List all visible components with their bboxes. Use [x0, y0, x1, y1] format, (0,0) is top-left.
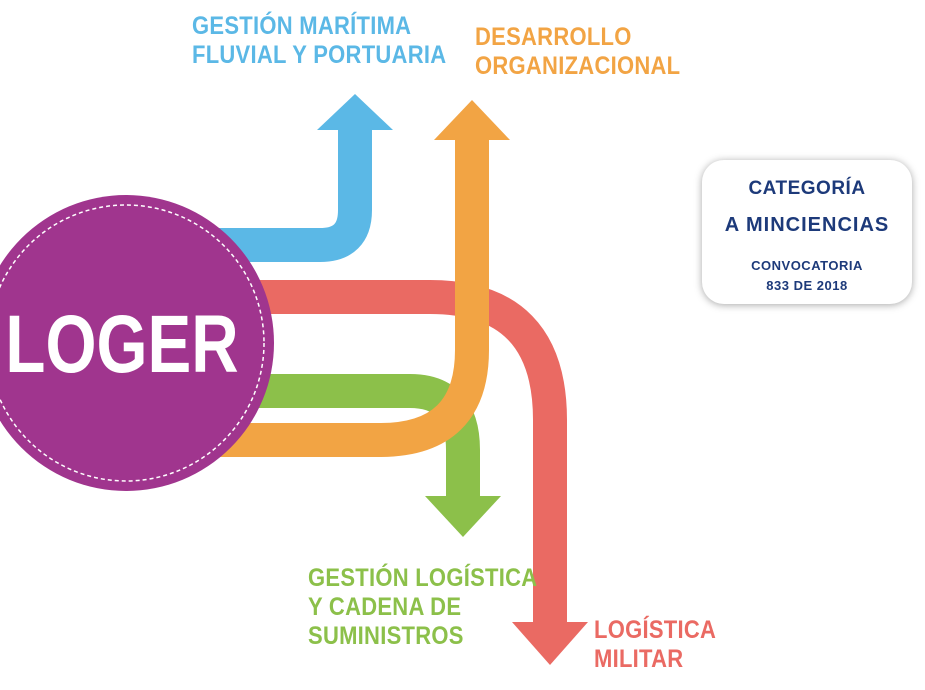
category-card: CATEGORÍA A MINCIENCIAS CONVOCATORIA 833… — [702, 160, 912, 304]
branch-label-militar-line2: MILITAR — [594, 645, 684, 673]
arrow-desarrollo-head — [434, 100, 510, 140]
center-node-dashed-ring — [0, 204, 265, 482]
arrow-desarrollo-path — [180, 138, 489, 457]
branch-label-desarrollo-line2: ORGANIZACIONAL — [475, 52, 681, 80]
branch-label-militar: LOGÍSTICA MILITAR — [594, 616, 716, 674]
arrow-maritima-path — [180, 128, 372, 262]
branch-label-maritima-line2: FLUVIAL Y PORTUARIA — [192, 41, 447, 69]
category-title: CATEGORÍA — [748, 178, 866, 199]
center-node-label: LOGER — [5, 298, 238, 390]
arrow-militar-head — [512, 622, 588, 665]
convocatoria-number: 833 DE 2018 — [766, 278, 848, 293]
branch-label-desarrollo: DESARROLLO ORGANIZACIONAL — [475, 23, 680, 81]
branch-label-logistica-line3: SUMINISTROS — [308, 622, 464, 650]
branch-label-logistica-line2: Y CADENA DE — [308, 593, 462, 621]
branch-label-militar-line1: LOGÍSTICA — [594, 616, 717, 644]
branch-label-logistica-line1: GESTIÓN LOGÍSTICA — [308, 564, 538, 592]
branch-label-maritima-line1: GESTIÓN MARÍTIMA — [192, 12, 412, 40]
branch-label-maritima: GESTIÓN MARÍTIMA FLUVIAL Y PORTUARIA — [192, 12, 446, 70]
branch-label-logistica: GESTIÓN LOGÍSTICA Y CADENA DE SUMINISTRO… — [308, 564, 537, 651]
arrow-militar-path — [180, 280, 567, 625]
convocatoria-label: CONVOCATORIA — [751, 258, 863, 273]
arrow-logistica-head — [425, 496, 501, 537]
arrow-maritima-head — [317, 94, 393, 130]
branch-label-desarrollo-line1: DESARROLLO — [475, 23, 632, 51]
category-value: A MINCIENCIAS — [724, 214, 890, 236]
center-node-circle — [0, 195, 274, 491]
